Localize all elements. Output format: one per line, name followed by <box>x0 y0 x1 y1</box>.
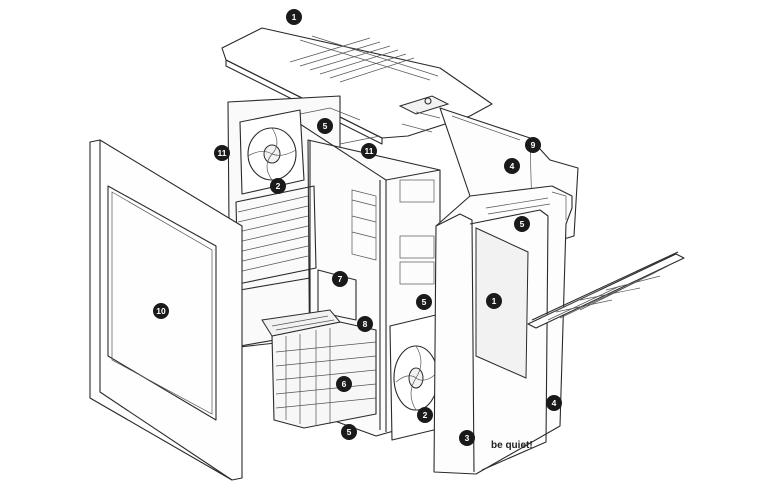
callout-9: 9 <box>525 137 541 153</box>
svg-text:7: 7 <box>338 274 343 284</box>
callout-4-front: 4 <box>546 395 562 411</box>
callout-5-top: 5 <box>317 118 333 134</box>
callout-5-front: 5 <box>416 294 432 310</box>
svg-text:1: 1 <box>292 12 297 22</box>
brand-logo: be quiet! <box>491 440 533 451</box>
svg-text:5: 5 <box>422 297 427 307</box>
callout-7: 7 <box>332 271 348 287</box>
svg-text:10: 10 <box>156 306 166 316</box>
callout-3: 3 <box>459 430 475 446</box>
callout-11-rear: 11 <box>214 145 230 161</box>
svg-text:2: 2 <box>276 181 281 191</box>
callout-8: 8 <box>357 316 373 332</box>
callout-1-top: 1 <box>286 9 302 25</box>
callout-2-rear-fan: 2 <box>270 178 286 194</box>
svg-text:5: 5 <box>520 219 525 229</box>
callout-1-front-panel: 1 <box>486 293 502 309</box>
svg-text:4: 4 <box>510 161 515 171</box>
svg-text:4: 4 <box>552 398 557 408</box>
svg-text:11: 11 <box>218 148 227 158</box>
svg-text:8: 8 <box>363 319 368 329</box>
callout-6: 6 <box>336 376 352 392</box>
svg-text:9: 9 <box>531 140 536 150</box>
callout-5-bottom: 5 <box>341 424 357 440</box>
svg-text:1: 1 <box>492 296 497 306</box>
callout-4-rear: 4 <box>504 158 520 174</box>
callout-5-front-bay: 5 <box>514 216 530 232</box>
callout-2-front-fan: 2 <box>417 407 433 423</box>
rear-fan <box>239 109 305 195</box>
svg-text:5: 5 <box>347 427 352 437</box>
svg-text:2: 2 <box>423 410 428 420</box>
dust-filter <box>527 251 685 329</box>
front-panel: be quiet! <box>433 185 573 475</box>
callout-11-top: 11 <box>361 143 377 159</box>
drive-cage <box>261 309 377 429</box>
svg-text:5: 5 <box>323 121 328 131</box>
callout-10: 10 <box>153 303 169 319</box>
svg-text:6: 6 <box>342 379 347 389</box>
svg-text:11: 11 <box>365 146 374 156</box>
svg-text:3: 3 <box>465 433 470 443</box>
